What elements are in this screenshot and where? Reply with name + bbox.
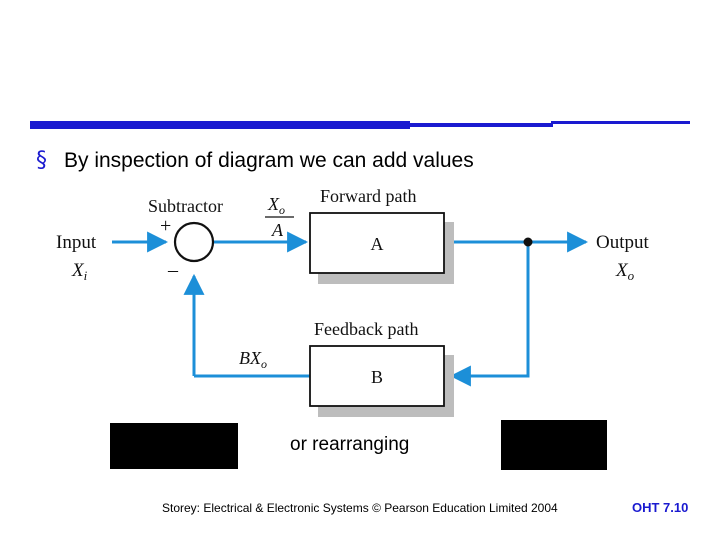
feedback-block-label: B: [371, 367, 383, 387]
slide-number: OHT 7.10: [632, 500, 689, 515]
feedback-path-label: Feedback path: [314, 319, 418, 339]
plus-sign: +: [160, 215, 171, 237]
input-label: Input: [56, 232, 97, 253]
rearranging-text: or rearranging: [290, 434, 410, 455]
minus-sign: –: [167, 259, 179, 281]
forward-block: [309, 212, 445, 274]
footer-copyright: Storey: Electrical & Electronic Systems …: [162, 501, 558, 515]
feedback-signal-label: BXo: [239, 348, 267, 371]
forward-block-label: A: [371, 234, 384, 254]
bullet-icon: §: [36, 148, 47, 173]
title-rule-mid: [408, 123, 553, 127]
feedback-tap-arrow: [449, 242, 530, 387]
output-symbol: Xo: [615, 260, 635, 283]
equation-redacted-right: [501, 420, 607, 470]
equation-redacted-left: [110, 423, 238, 469]
input-symbol: Xi: [71, 260, 88, 283]
subtractor-circle: [173, 221, 215, 263]
subtractor-label: Subtractor: [148, 196, 223, 216]
takeoff-node: [523, 237, 533, 247]
title-rule-thin: [551, 121, 690, 124]
fraction-numerator: Xo: [267, 194, 285, 217]
feedback-block-diagram: Subtractor + – Input Xi Xo A Forward pat…: [56, 186, 650, 417]
title-rule-thick: [30, 121, 410, 129]
fraction-denominator: A: [271, 220, 284, 240]
forward-path-label: Forward path: [320, 186, 416, 206]
feedback-block: [309, 345, 445, 407]
output-label: Output: [596, 232, 650, 253]
bullet-text: By inspection of diagram we can add valu…: [64, 149, 474, 172]
